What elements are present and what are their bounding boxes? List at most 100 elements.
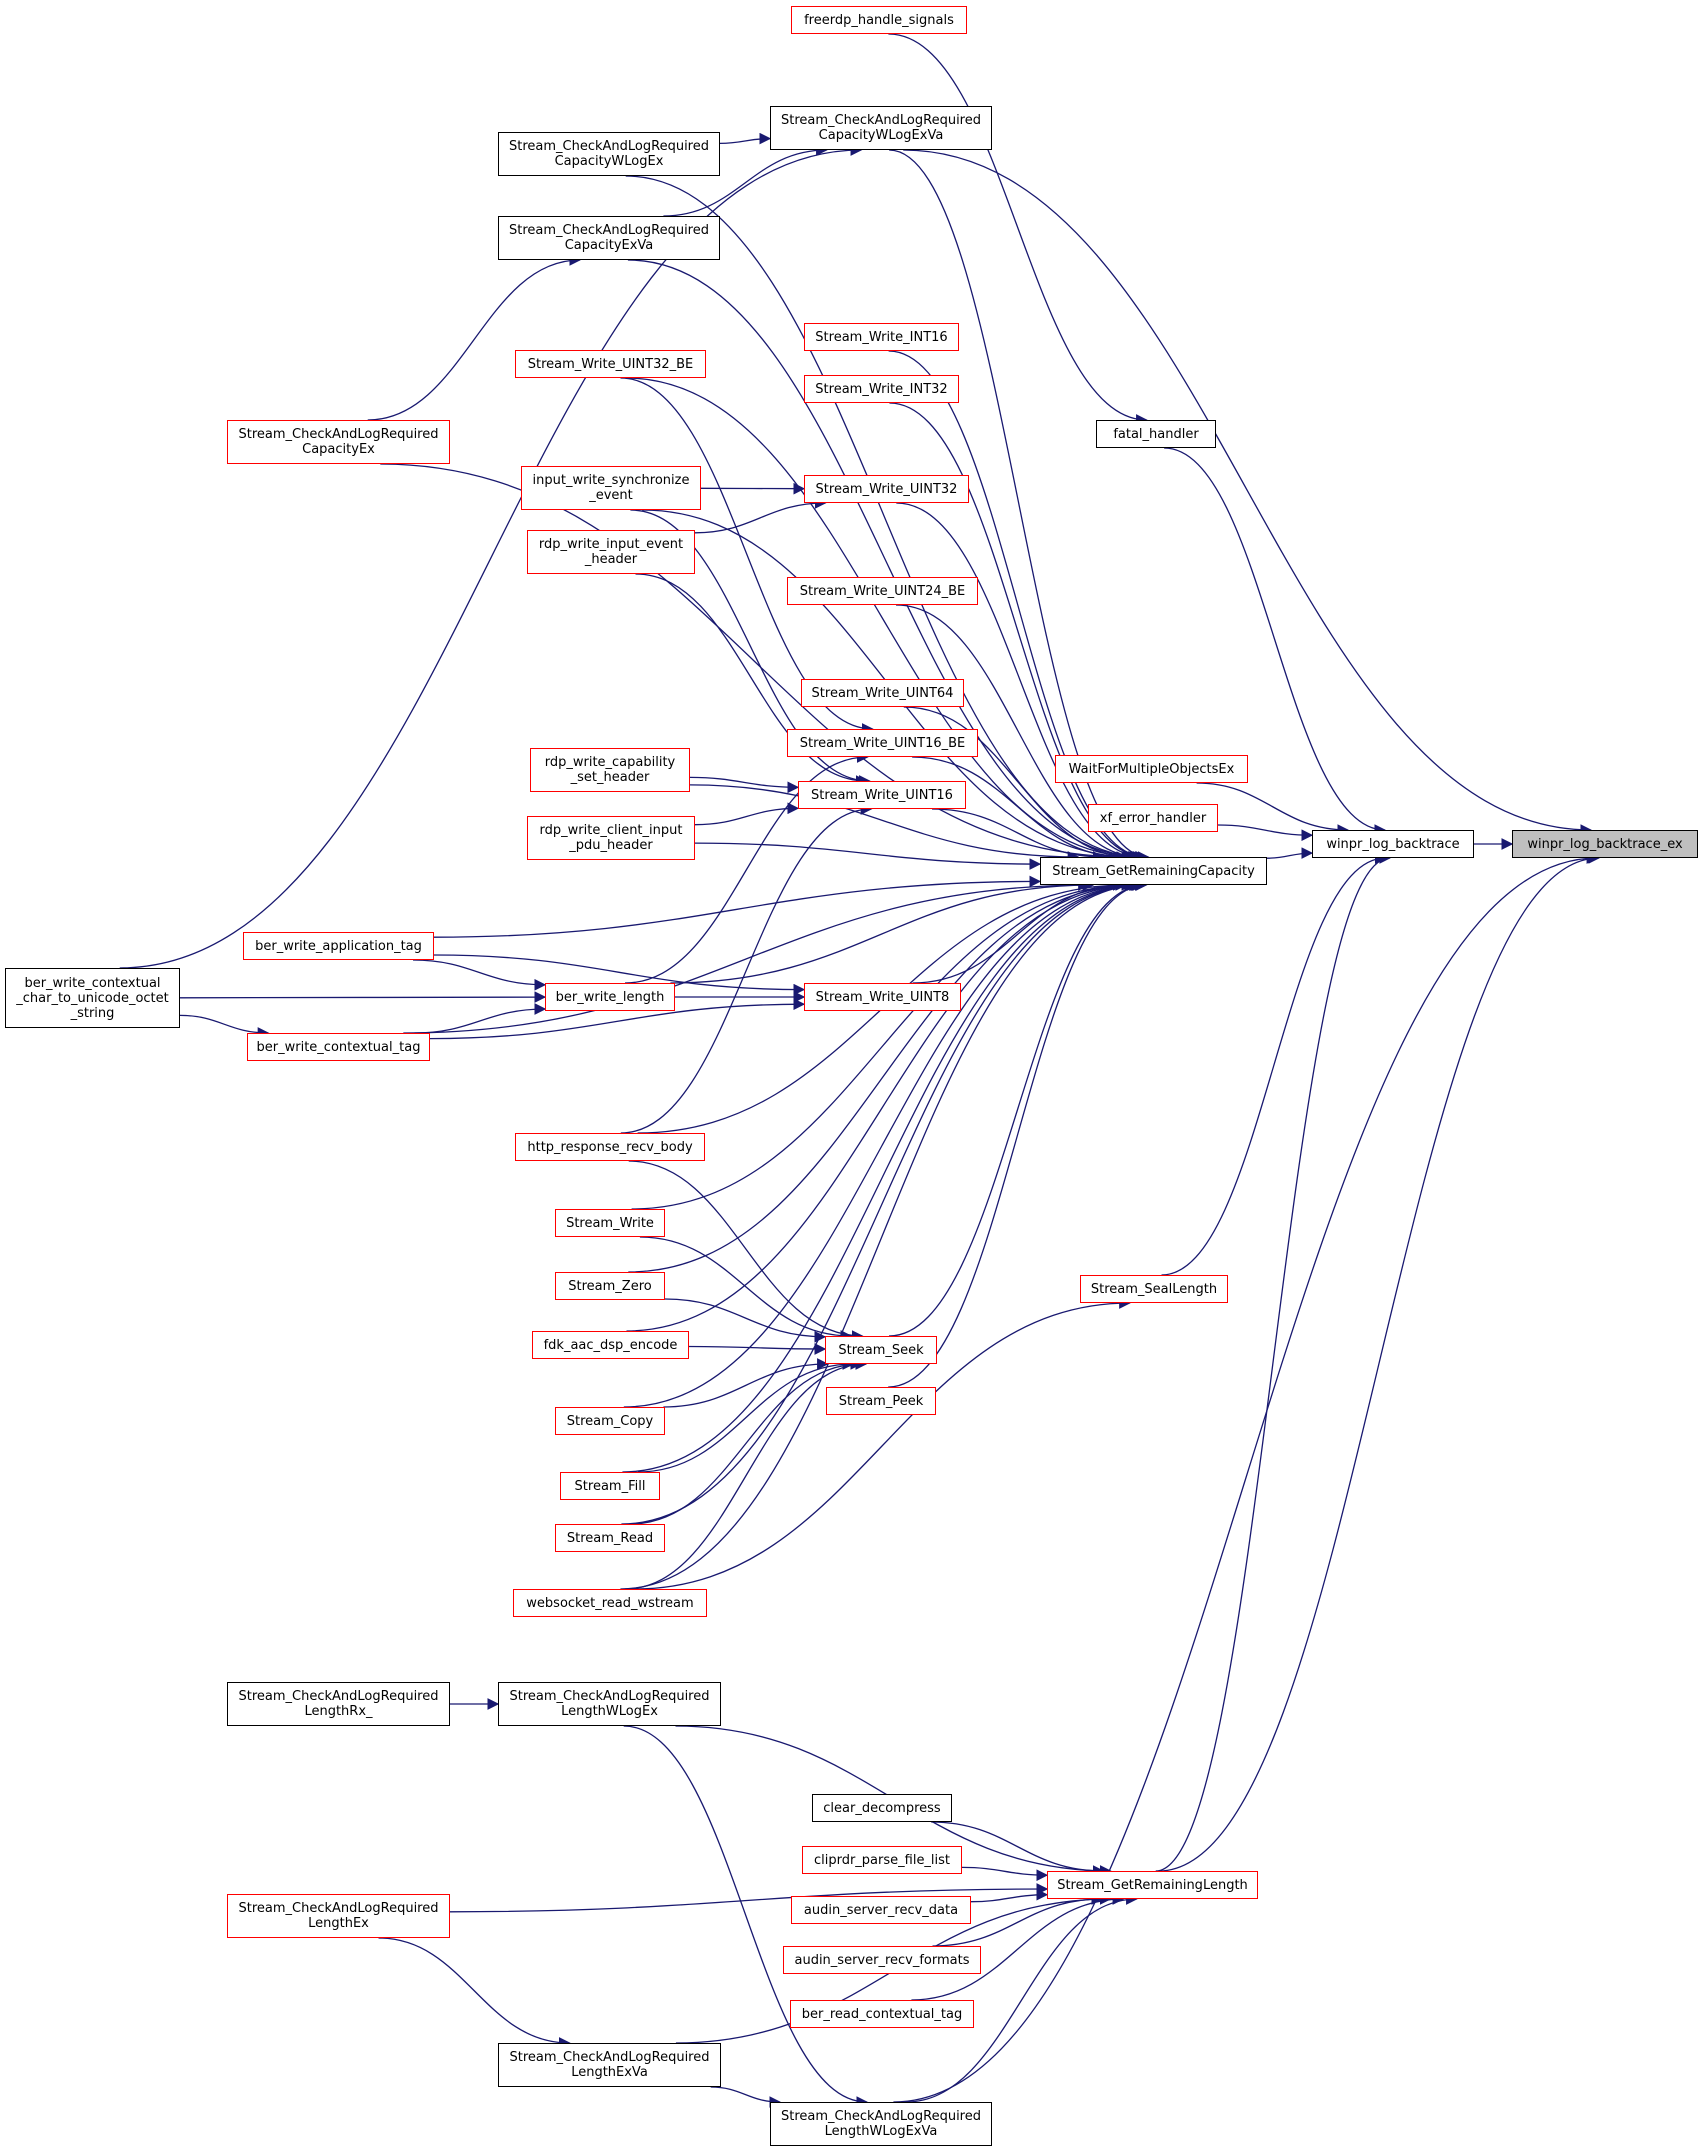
- node-rwcsh[interactable]: rdp_write_capability _set_header: [530, 748, 690, 792]
- node-rwcip[interactable]: rdp_write_client_input _pdu_header: [527, 816, 695, 860]
- node-bwl[interactable]: ber_write_length: [545, 983, 675, 1011]
- edge-swu16be-to-sgrc: [912, 756, 1126, 863]
- edge-wfmo-to-wlb: [1196, 782, 1350, 836]
- node-clwlev[interactable]: Stream_CheckAndLogRequired LengthWLogExV…: [770, 2102, 992, 2146]
- node-sread[interactable]: Stream_Read: [555, 1524, 665, 1552]
- edge-swu8-to-sgrc: [912, 879, 1125, 984]
- node-swu8[interactable]: Stream_Write_UINT8: [804, 983, 961, 1011]
- node-ssl[interactable]: Stream_SealLength: [1080, 1275, 1228, 1303]
- node-wlb[interactable]: winpr_log_backtrace: [1312, 830, 1474, 858]
- node-clev[interactable]: Stream_CheckAndLogRequired LengthExVa: [498, 2043, 721, 2087]
- edge-bwcc-to-ccwlev: [119, 144, 863, 969]
- edge-cd-to-sgrl: [931, 1821, 1105, 1877]
- node-sz[interactable]: Stream_Zero: [555, 1272, 665, 1300]
- edge-sseek-to-sgrc: [888, 879, 1147, 1337]
- node-hrrb[interactable]: http_response_recv_body: [515, 1133, 705, 1161]
- node-sgrl[interactable]: Stream_GetRemainingLength: [1047, 1871, 1258, 1899]
- node-fdk[interactable]: fdk_aac_dsp_encode: [532, 1331, 689, 1359]
- edge-cle-to-clev: [378, 1937, 571, 2049]
- edge-rwcip-to-sgrc: [694, 842, 1042, 870]
- node-bwat[interactable]: ber_write_application_tag: [243, 932, 434, 960]
- node-rwieh[interactable]: rdp_write_input_event _header: [527, 530, 695, 574]
- node-swi32[interactable]: Stream_Write_INT32: [804, 375, 959, 403]
- node-cpfl[interactable]: cliprdr_parse_file_list: [802, 1846, 962, 1874]
- edge-clwle-to-clwlev: [623, 1725, 868, 2108]
- edge-sz-to-sgrc: [628, 879, 1137, 1273]
- edge-speek-to-sgrc: [888, 879, 1148, 1388]
- edge-clev-to-clwlev: [710, 2086, 781, 2108]
- edge-swu24be-to-sgrc: [895, 604, 1142, 863]
- edge-sfill-to-sseek: [637, 1358, 855, 1473]
- node-focus[interactable]: winpr_log_backtrace_ex: [1512, 830, 1698, 858]
- node-brct[interactable]: ber_read_contextual_tag: [790, 2000, 974, 2028]
- edge-cce-to-ccev: [367, 254, 581, 421]
- edge-rwieh-to-swu32: [694, 497, 827, 534]
- edge-iwse-to-swu16: [630, 509, 871, 787]
- node-swu16[interactable]: Stream_Write_UINT16: [798, 781, 966, 809]
- node-swu24be[interactable]: Stream_Write_UINT24_BE: [787, 577, 978, 605]
- node-sgrc[interactable]: Stream_GetRemainingCapacity: [1040, 857, 1267, 885]
- node-cle[interactable]: Stream_CheckAndLogRequired LengthEx: [227, 1894, 450, 1938]
- edge-hrrb-to-swu16: [620, 803, 873, 1134]
- edge-swu64-to-sgrc: [903, 706, 1134, 863]
- edge-ccwle-to-sgrc: [625, 175, 1145, 863]
- edge-ssl-to-wlb: [1161, 852, 1387, 1276]
- edge-ccev-to-sgrc: [627, 259, 1143, 863]
- node-cce[interactable]: Stream_CheckAndLogRequired CapacityEx: [227, 420, 450, 464]
- node-xeh[interactable]: xf_error_handler: [1088, 804, 1218, 832]
- edge-bwat-to-bwl: [412, 959, 547, 991]
- node-sw[interactable]: Stream_Write: [555, 1209, 665, 1237]
- edge-ccwle-to-ccwlev: [719, 132, 772, 145]
- node-ccwle[interactable]: Stream_CheckAndLogRequired CapacityWLogE…: [498, 132, 720, 176]
- node-swi16[interactable]: Stream_Write_INT16: [804, 323, 959, 351]
- node-ccev[interactable]: Stream_CheckAndLogRequired CapacityExVa: [498, 216, 720, 260]
- node-wfmo[interactable]: WaitForMultipleObjectsEx: [1055, 755, 1248, 783]
- node-sfill[interactable]: Stream_Fill: [560, 1472, 660, 1500]
- edge-bwcc-to-bwct: [179, 1014, 270, 1039]
- edge-wsrw-to-sgrc: [620, 879, 1145, 1590]
- node-asrd[interactable]: audin_server_recv_data: [791, 1896, 971, 1924]
- edge-sz-to-sseek: [664, 1298, 827, 1343]
- edge-swu32-to-sgrc: [896, 502, 1145, 863]
- node-bwcc[interactable]: ber_write_contextual _char_to_unicode_oc…: [5, 968, 180, 1028]
- node-swu32[interactable]: Stream_Write_UINT32: [804, 475, 969, 503]
- edge-ccwlev-to-focus: [903, 149, 1592, 836]
- node-asrf[interactable]: audin_server_recv_formats: [783, 1946, 981, 1974]
- edge-ccev-to-ccwlev: [663, 144, 828, 217]
- node-scopy[interactable]: Stream_Copy: [555, 1407, 665, 1435]
- node-swu16be[interactable]: Stream_Write_UINT16_BE: [787, 729, 978, 757]
- edge-bwct-to-swu8: [429, 998, 806, 1040]
- edge-sread-to-sgrc: [621, 879, 1144, 1525]
- node-cd[interactable]: clear_decompress: [812, 1794, 952, 1822]
- edge-sgrc-to-wlb: [1266, 847, 1314, 859]
- edge-scopy-to-sgrc: [623, 879, 1141, 1408]
- edge-bwat-to-sgrc: [433, 875, 1042, 938]
- node-sseek[interactable]: Stream_Seek: [825, 1336, 937, 1364]
- node-fh[interactable]: fatal_handler: [1096, 420, 1216, 448]
- edge-sread-to-sseek: [630, 1358, 862, 1525]
- edge-cce-to-sgrc: [380, 463, 1129, 863]
- node-swu64[interactable]: Stream_Write_UINT64: [801, 679, 964, 707]
- edge-xeh-to-wlb: [1217, 824, 1314, 842]
- edge-sgrl-to-wlb: [1155, 852, 1391, 1872]
- node-speek[interactable]: Stream_Peek: [826, 1387, 936, 1415]
- edge-sgrl-to-focus: [1158, 852, 1601, 1872]
- edge-bwct-to-sgrc: [403, 879, 1090, 1034]
- edge-rwcsh-to-swu16: [689, 776, 800, 794]
- edge-cpfl-to-sgrl: [961, 1866, 1049, 1882]
- edge-bwcc-to-bwl: [179, 991, 547, 1003]
- edge-scopy-to-sseek: [663, 1358, 829, 1408]
- edge-asrd-to-sgrl: [970, 1888, 1049, 1903]
- node-clwle[interactable]: Stream_CheckAndLogRequired LengthWLogEx: [498, 1682, 721, 1726]
- edge-rwcsh-to-sgrc: [689, 784, 1080, 863]
- node-clrx[interactable]: Stream_CheckAndLogRequired LengthRx_: [227, 1682, 450, 1726]
- edge-fdk-to-sgrc: [626, 879, 1139, 1332]
- node-wsrw[interactable]: websocket_read_wstream: [513, 1589, 707, 1617]
- node-swu32be[interactable]: Stream_Write_UINT32_BE: [515, 350, 706, 378]
- node-iwse[interactable]: input_write_synchronize _event: [521, 466, 701, 510]
- node-bwct[interactable]: ber_write_contextual_tag: [247, 1033, 430, 1061]
- edge-fdk-to-sseek: [688, 1343, 827, 1355]
- node-ccwlev[interactable]: Stream_CheckAndLogRequired CapacityWLogE…: [770, 106, 992, 150]
- node-fdhs[interactable]: freerdp_handle_signals: [791, 6, 967, 34]
